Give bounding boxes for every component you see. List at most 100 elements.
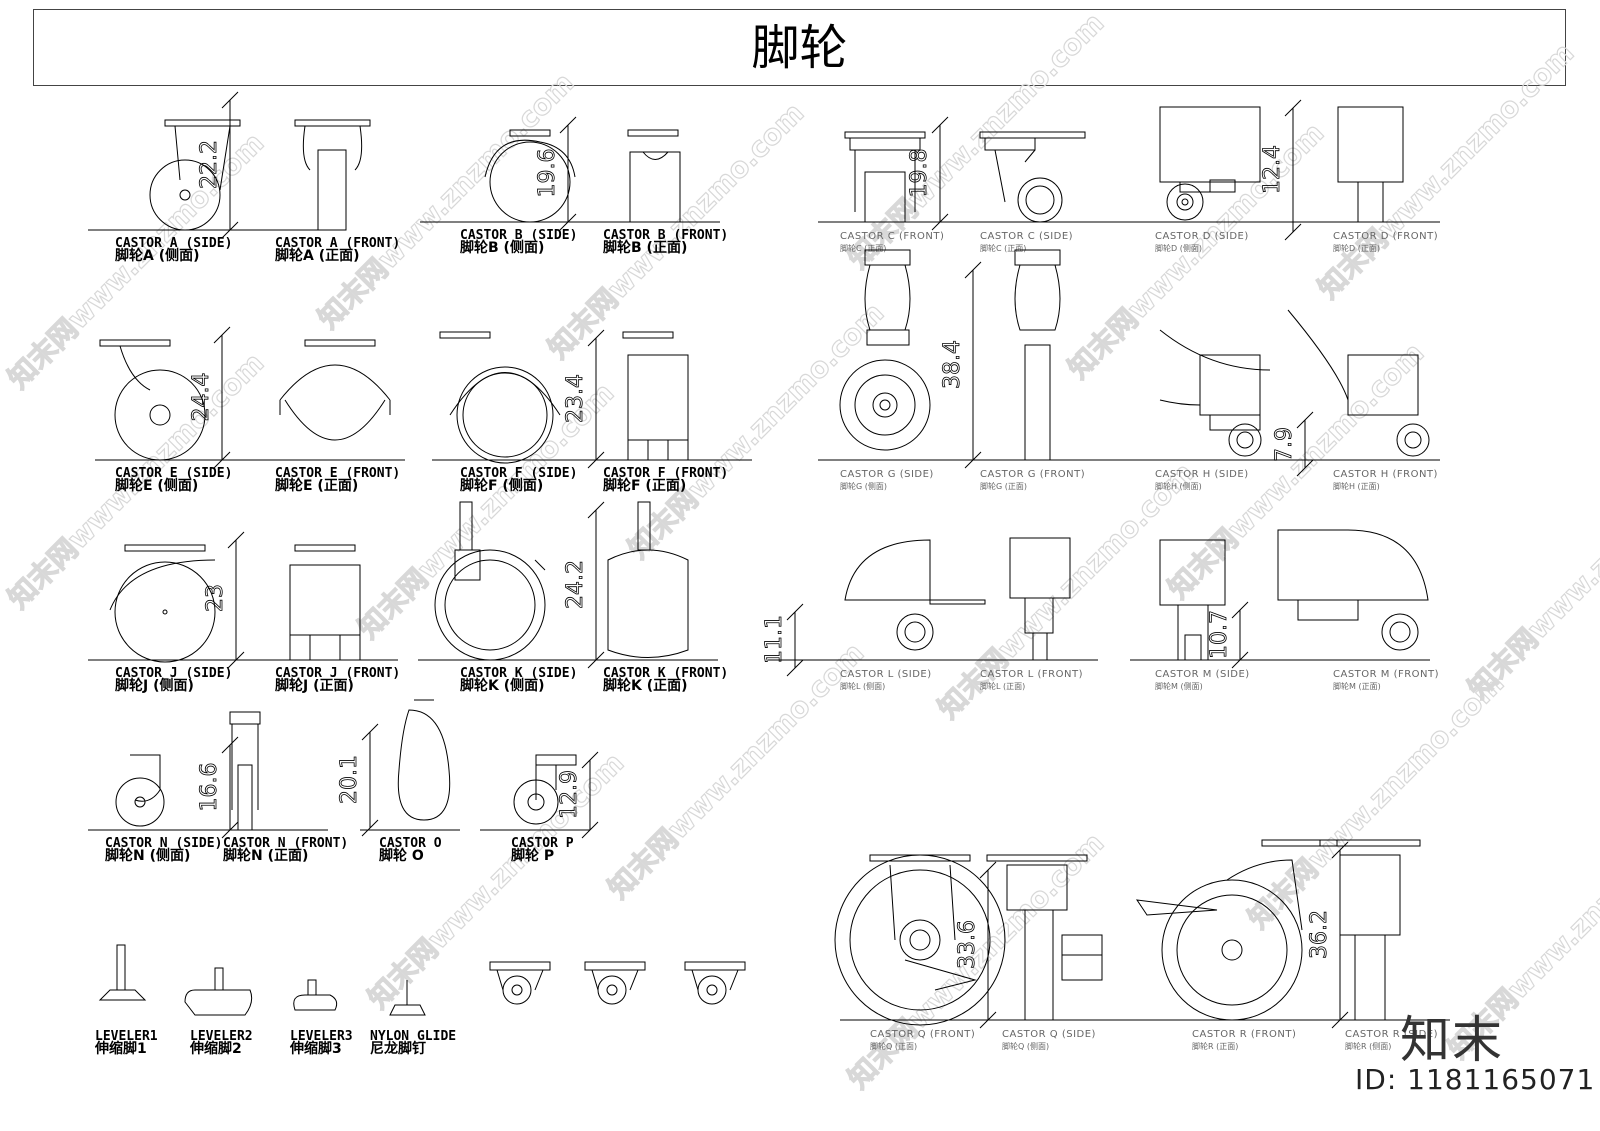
view-label-cn: 脚轮A (侧面) [115,247,200,264]
plate [229,711,261,725]
leveler-foot [184,989,253,1016]
mount-plate [294,119,371,127]
view-label-en: CASTOR R (SIDE) [1345,1029,1438,1040]
dimension-value: 36.2 [1307,910,1332,959]
bracket [1297,599,1359,621]
mount-plate [124,544,206,552]
view-label-en: CASTOR A (SIDE) [115,236,232,251]
brake [889,864,977,991]
view-label-en: CASTOR E (SIDE) [115,466,232,481]
plate [535,754,577,766]
view-label-cn: 脚轮H (正面) [1333,481,1380,491]
dimension-value: 22.2 [197,140,222,189]
view-label-cn: 脚轮D (正面) [1333,243,1380,253]
view-label-cn: 脚轮D (侧面) [1155,243,1202,253]
view-label-en: CASTOR F (FRONT) [603,466,728,481]
wheel-hub [149,404,171,426]
dimension-tick [786,603,804,621]
wheel [1166,183,1204,221]
view-label-cn: 脚轮Q (正面) [870,1041,917,1051]
cap [1014,249,1061,266]
dimension-tick [221,736,239,754]
view-label-cn: 脚轮B (正面) [603,239,687,256]
outline [484,139,576,178]
view-label-cn: 脚轮B (侧面) [460,239,544,256]
wheel-left [289,634,311,661]
view-label-en: CASTOR F (SIDE) [460,466,577,481]
view-label-cn: 脚轮L (正面) [980,681,1025,691]
mount-plate [627,129,679,137]
dimension-tick [1296,411,1314,429]
glide-body [397,709,451,821]
wheel-hub [1236,431,1254,449]
brake-pedal [1061,954,1103,981]
wheel-right [667,439,689,461]
wheel-front [1184,634,1202,661]
wheel-front [629,151,681,223]
view-label-en: CASTOR N (SIDE) [105,836,222,851]
wheel [839,359,931,451]
view-label-cn: 脚轮M (侧面) [1155,681,1203,691]
view-label-en: CASTOR J (SIDE) [115,666,232,681]
outline [119,345,151,391]
view-label-en: CASTOR H (FRONT) [1333,469,1438,480]
dimension-value: 19.8 [907,149,932,198]
mount-plate [622,331,674,339]
view-label-cn: 脚轮J (侧面) [115,677,194,694]
wheel [513,779,559,825]
brand-logo: 知末 [1400,1011,1504,1069]
dimension-value: 33.6 [955,920,980,969]
mount-plate [1261,839,1338,847]
bracket [1209,179,1236,193]
wheel [149,159,221,231]
wheel-front [237,764,253,831]
view-label-en: CASTOR H (SIDE) [1155,469,1249,480]
wheel-right [339,634,361,661]
view-label-en: CASTOR J (FRONT) [275,666,400,681]
dimension-value: 20.1 [337,755,362,804]
dimension-tick [1284,99,1302,117]
furniture-block [1159,106,1261,183]
dimension-tick [559,213,577,231]
leveler-label-en: LEVELER2 [190,1029,253,1044]
outline [854,150,916,212]
wheel [1017,177,1063,223]
dimension-tick [786,659,804,677]
column [1014,264,1061,331]
watermark-text: 知末网www.znzmo.com [1242,666,1511,935]
view-label-cn: 脚轮E (侧面) [115,477,198,494]
dimension-tick [931,116,949,134]
outline [231,724,259,810]
dimension-tick [581,821,599,839]
view-label-en: CASTOR E (FRONT) [275,466,400,481]
dimension-tick [964,451,982,469]
dimension-value: 16.6 [197,763,222,812]
dimension-value: 19.6 [535,149,560,198]
mount-plate [294,544,356,552]
bracket-block [1199,354,1261,416]
dimension-tick [587,501,605,519]
bracket [1177,604,1209,661]
mount-plate [986,854,1088,862]
wheel-hub [162,609,168,615]
cap [864,249,911,266]
view-label-cn: 脚轮G (正面) [980,481,1027,491]
watermark-text: 知末网www.znzmo.com [622,296,891,565]
wheel-front [1357,181,1384,223]
watermark-text: 知末网www.znzmo.com [312,66,581,335]
plate [1209,414,1261,431]
wheel [434,549,546,661]
wheel [114,561,216,663]
view-label-cn: 脚轮N (侧面) [105,847,190,864]
view-label-cn: 脚轮E (正面) [275,477,358,494]
